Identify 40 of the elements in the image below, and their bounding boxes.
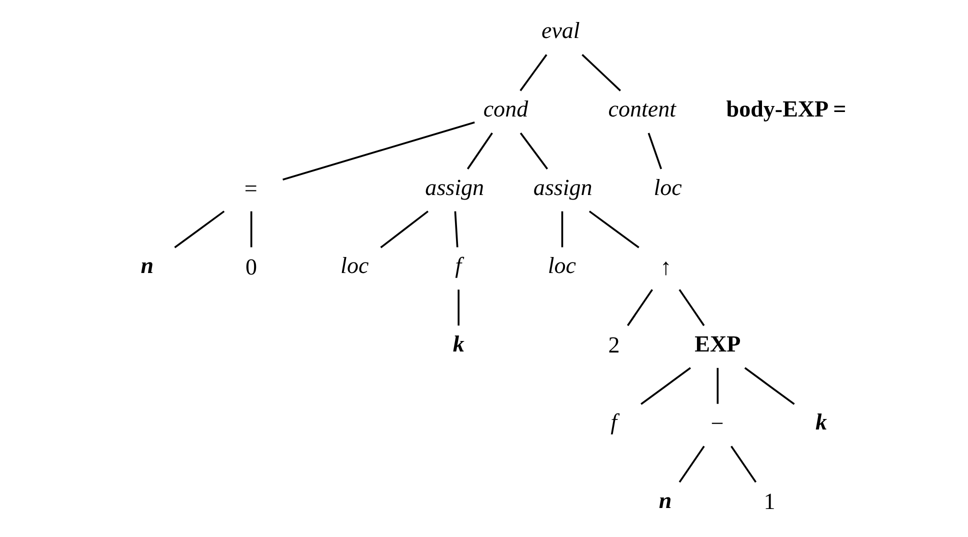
node-text: 2 [608, 332, 620, 358]
connector [457, 290, 459, 326]
node-text: loc [340, 252, 368, 278]
connector [560, 211, 563, 248]
connector [730, 446, 756, 483]
connector [678, 289, 704, 326]
connector [626, 289, 652, 326]
connector [716, 368, 718, 404]
node-text: 0 [245, 253, 257, 280]
node-text: assign [532, 174, 592, 200]
label: body-EXP = [726, 96, 846, 122]
node-text: 1 [763, 488, 775, 514]
node-text: k [452, 330, 464, 356]
connector [581, 54, 620, 92]
node-text: loc [547, 252, 576, 278]
connector [519, 54, 547, 92]
node-text: ↑ [660, 253, 672, 280]
node-text: eval [541, 17, 580, 44]
connector [640, 367, 690, 405]
node-text: n [140, 252, 154, 278]
node-text: = [244, 174, 257, 201]
connector [174, 210, 224, 248]
node-text: cond [482, 96, 528, 122]
connector [466, 132, 492, 170]
node-text: EXP [694, 330, 740, 356]
connector [250, 211, 252, 248]
connector [678, 446, 704, 483]
node-text: assign [424, 174, 484, 200]
connector [380, 210, 428, 248]
connector [282, 121, 474, 181]
connector [519, 132, 548, 170]
node-text: loc [653, 174, 682, 200]
node-text: − [710, 410, 724, 436]
connector [744, 367, 794, 405]
connector [588, 210, 639, 248]
node-text: content [608, 96, 676, 122]
node-text: n [658, 487, 672, 514]
connector [454, 211, 458, 248]
node-text: k [815, 408, 827, 435]
connector [647, 132, 662, 170]
